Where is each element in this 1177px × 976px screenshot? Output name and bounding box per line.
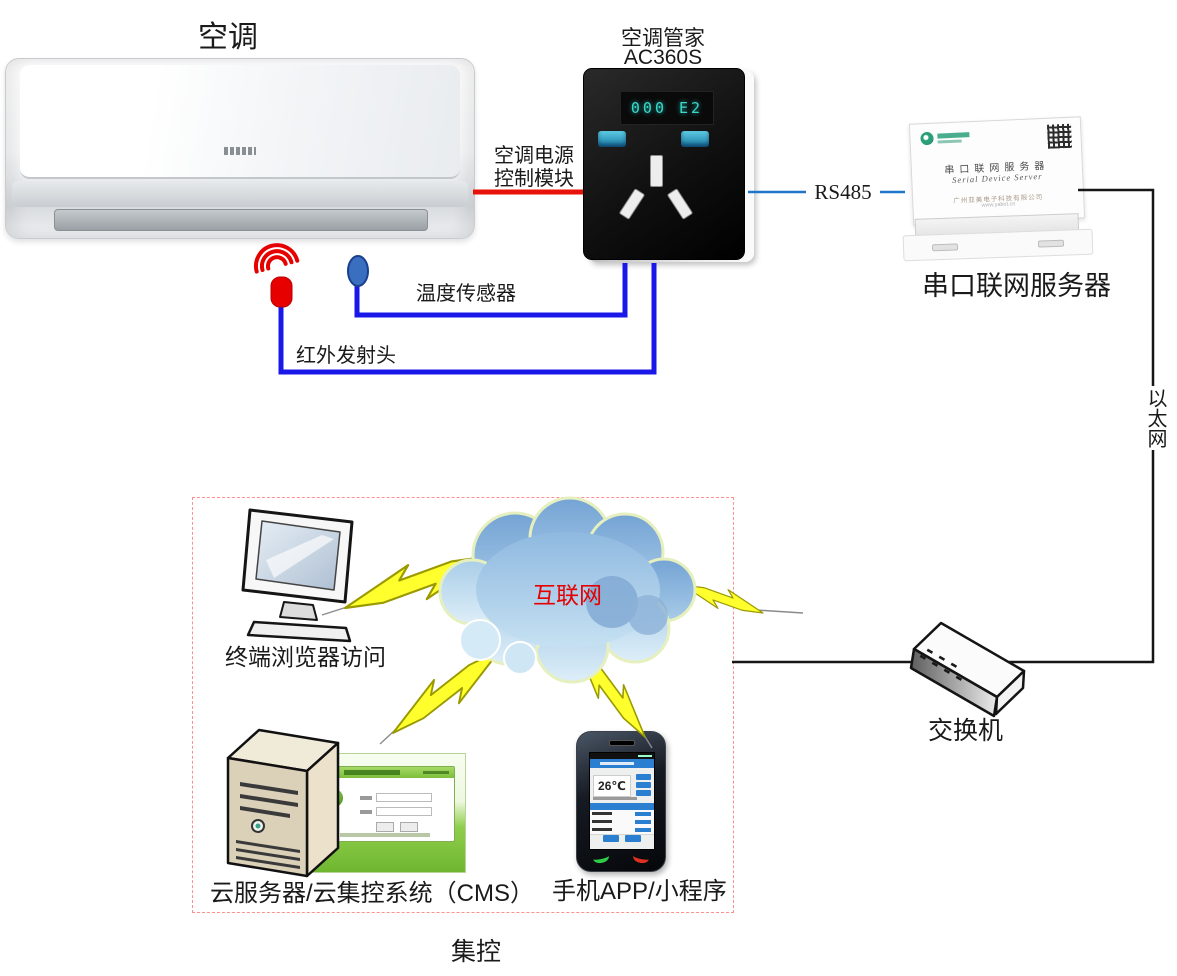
temp-sensor-label: 温度传感器 [416,283,516,305]
app-footer-buttons [590,829,654,847]
ir-emitter-icon [254,243,300,308]
ac-front-panel [20,65,460,179]
internet-label: 互联网 [533,582,602,608]
ir-emitter-wire [278,263,657,375]
cloud-icon [438,496,697,684]
switch-device [909,621,1026,718]
switch-caption: 交换机 [928,717,1004,745]
group-caption: 集控 [450,938,501,966]
cms-title-bar [344,770,400,775]
phone-temp-display: 26℃ [593,775,631,797]
power-module-label-line1: 空调电源 [494,145,574,167]
socket-lcd-display: 000 E2 [620,91,714,125]
browser-caption: 终端浏览器访问 [225,644,386,670]
server-tower-icon [226,728,340,878]
cms-footer-text-bar [340,833,430,837]
temp-sensor-wire [354,263,628,318]
controller-title: 空调管家 [621,27,705,50]
socket-button-left [598,131,626,147]
phone-device: 26℃ [576,731,666,872]
ac-brand-mark [224,147,256,155]
app-info-line [593,797,637,800]
rs485-label: RS485 [806,180,880,205]
cms-header-link [423,771,449,774]
monitor-icon [241,508,354,643]
app-caption: 手机APP/小程序 [552,878,727,905]
ethernet-label: 以太网 [1141,386,1170,450]
app-table-header [590,803,654,810]
ir-emitter-label: 红外发射头 [296,345,396,367]
cms-webpage-screenshot [302,753,466,873]
controller-model: AC360S [623,46,703,69]
smart-socket-device: 000 E2 [583,68,745,260]
air-conditioner-image [5,58,475,239]
cms-caption: 云服务器/云集控系统（CMS） [210,880,534,907]
app-button [636,774,651,780]
ethernet-line [732,188,1155,664]
ac-vent-flap [54,209,428,231]
phone-status-bar [590,753,654,759]
lightning-icon-cms [379,649,514,734]
app-titlebar [590,759,654,768]
app-button [636,782,651,788]
phone-speaker [609,740,635,746]
app-button [636,790,651,796]
temp-sensor-icon [347,255,369,287]
ac-lower-band [12,181,468,207]
socket-button-right [681,131,709,147]
phone-screen: 26℃ [589,752,655,850]
cms-window-header [316,767,454,778]
serial-server-caption: 串口联网服务器 [922,271,1111,301]
ac-title: 空调 [198,21,258,54]
power-module-label-line2: 控制模块 [494,168,574,190]
socket-pin-top [650,155,663,187]
cluster-dashed-box [192,497,734,913]
